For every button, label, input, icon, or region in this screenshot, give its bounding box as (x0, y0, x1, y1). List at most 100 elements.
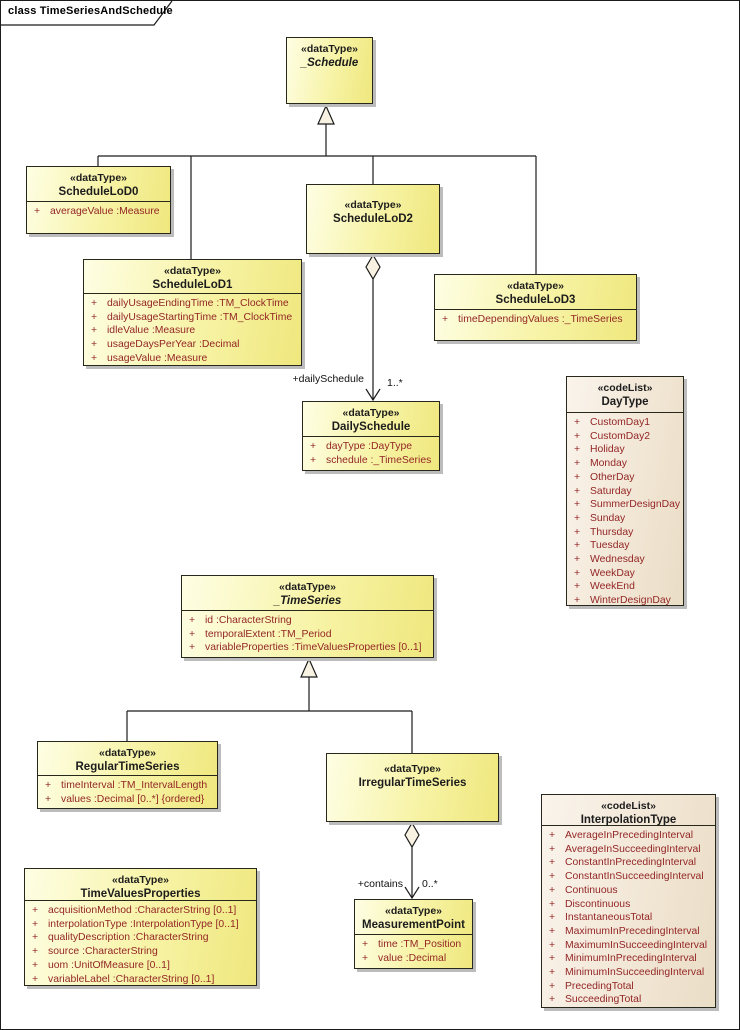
attribute-text: Continuous (565, 884, 618, 896)
visibility-public-icon: + (549, 884, 556, 896)
class-stereotype: «dataType» (385, 905, 442, 917)
class-stereotype: «dataType» (164, 265, 221, 277)
diagram-frame-title: class TimeSeriesAndSchedule (8, 5, 173, 17)
visibility-public-icon: + (549, 925, 556, 937)
attribute-row: + dailyUsageEndingTime :TM_ClockTime (84, 297, 301, 311)
visibility-public-icon: + (574, 417, 581, 428)
class-name: ScheduleLoD0 (58, 186, 139, 198)
class-box-regulartimeseries[interactable]: «dataType» RegularTimeSeries + timeInterv… (37, 741, 218, 809)
attribute-row: +MaximumInSucceedingInterval (542, 939, 715, 953)
attribute-row: + PrecedingTotal (542, 980, 715, 994)
attribute-text: dayType :DayType (326, 441, 413, 452)
class-title: «dataType» MeasurementPoint (355, 900, 472, 935)
class-name: InterpolationType (580, 814, 677, 826)
attribute-row: +temporalExtent :TM_Period (182, 628, 433, 642)
class-title: «dataType» RegularTimeSeries (38, 742, 217, 776)
class-title: «codeList» DayType (567, 377, 683, 413)
open-arrowhead-icon (365, 388, 381, 402)
attribute-text: MinimumInSucceedingInterval (565, 967, 705, 979)
visibility-public-icon: + (549, 843, 556, 855)
attribute-text: OtherDay (590, 471, 635, 483)
class-stereotype: «dataType» (112, 874, 169, 886)
attribute-row: +SucceedingTotal (542, 993, 715, 1007)
aggregation-diamond-icon (404, 821, 420, 849)
attribute-text: MinimumInPrecedingInterval (565, 953, 697, 965)
visibility-public-icon: + (574, 595, 581, 607)
attribute-text: Holiday (590, 444, 625, 456)
class-box-schedule[interactable]: «dataType» _Schedule (286, 37, 373, 104)
attribute-text: WeekEnd (590, 581, 635, 593)
class-box-timeseries[interactable]: «dataType» _TimeSeries +id :CharacterStr… (181, 575, 434, 658)
attribute-row: +averageValue :Measure (27, 205, 170, 219)
class-title: «dataType» ScheduleLoD1 (84, 260, 301, 294)
class-name: IrregularTimeSeries (358, 777, 467, 789)
visibility-public-icon: + (574, 554, 581, 566)
attribute-row: +MinimumInSucceedingInterval (542, 966, 715, 980)
attribute-row: +MaximumInPrecedingInterval (542, 925, 715, 939)
class-name: ScheduleLoD3 (495, 294, 576, 306)
attribute-text: PrecedingTotal (565, 980, 634, 992)
class-box-timevaluesproperties[interactable]: «dataType» TimeValuesProperties +acquisi… (24, 868, 257, 986)
attribute-text: Wednesday (590, 554, 645, 566)
attribute-text: time :TM_Position (378, 939, 462, 950)
attribute-row: +ConstantInSucceedingInterval (542, 870, 715, 884)
visibility-public-icon: + (549, 953, 556, 965)
visibility-public-icon: + (549, 871, 556, 883)
visibility-public-icon: + (549, 980, 556, 992)
class-box-schedulelod3[interactable]: «dataType» ScheduleLoD3 +timeDependingVa… (434, 274, 637, 341)
visibility-public-icon: + (574, 581, 581, 593)
codelist-box-daytype[interactable]: «codeList» DayType +CustomDay1+CustomDay… (566, 376, 684, 606)
attribute-list: +id :CharacterString+temporalExtent :TM_… (182, 611, 433, 655)
aggregation-diamond-icon (365, 253, 381, 281)
visibility-public-icon: + (91, 298, 98, 309)
visibility-public-icon: + (574, 567, 581, 579)
visibility-public-icon: + (91, 339, 98, 351)
class-stereotype: «dataType» (279, 581, 336, 593)
class-stereotype: «dataType» (384, 763, 441, 775)
class-stereotype: «dataType» (99, 747, 156, 759)
attribute-row: +SummerDesignDay (567, 498, 683, 512)
attribute-list: + dayType :DayType +schedule :_TimeSeries (303, 437, 439, 467)
attribute-row: +schedule :_TimeSeries (303, 454, 439, 468)
visibility-public-icon: + (549, 994, 556, 1006)
class-stereotype: «dataType» (301, 43, 358, 55)
attribute-list: +acquisitionMethod :CharacterString [0..… (25, 901, 256, 986)
class-title: «dataType» TimeValuesProperties (25, 869, 256, 901)
visibility-public-icon: + (574, 512, 581, 524)
visibility-public-icon: + (189, 615, 196, 626)
class-title: «dataType» IrregularTimeSeries (327, 754, 498, 821)
attribute-row: +CustomDay1 (567, 416, 683, 430)
attribute-text: qualityDescription :CharacterString (48, 932, 209, 944)
attribute-text: timeInterval :TM_IntervalLength (61, 780, 208, 791)
class-title: «dataType» _TimeSeries (182, 576, 433, 611)
visibility-public-icon: + (45, 793, 52, 805)
visibility-public-icon: + (310, 454, 317, 466)
class-name: ScheduleLoD1 (152, 279, 233, 291)
class-box-schedulelod0[interactable]: «dataType» ScheduleLoD0 +averageValue :M… (26, 166, 171, 234)
class-box-schedulelod2[interactable]: «dataType» ScheduleLoD2 (306, 184, 440, 254)
attribute-text: Tuesday (590, 540, 630, 552)
attribute-text: CustomDay2 (590, 430, 651, 442)
attribute-row: +idleValue :Measure (84, 324, 301, 338)
attribute-row: +uom :UnitOfMeasure [0..1] (25, 959, 256, 973)
multiplicity-label-dailyschedule: 1..* (387, 377, 403, 389)
attribute-text: uom :UnitOfMeasure [0..1] (48, 959, 170, 971)
attribute-text: usageDaysPerYear :Decimal (107, 339, 240, 351)
attribute-list: +averageValue :Measure (27, 202, 170, 219)
attribute-row: +InstantaneousTotal (542, 911, 715, 925)
class-box-measurementpoint[interactable]: «dataType» MeasurementPoint +time :TM_Po… (354, 899, 473, 969)
visibility-public-icon: + (91, 352, 98, 364)
attribute-text: InstantaneousTotal (565, 912, 653, 924)
class-name: _TimeSeries (273, 595, 342, 607)
class-box-irregulartimeseries[interactable]: «dataType» IrregularTimeSeries (326, 753, 499, 822)
codelist-box-interpolationtype[interactable]: «codeList» InterpolationType +AverageInP… (541, 794, 716, 1008)
attribute-row: +Thursday (567, 526, 683, 540)
class-name: ScheduleLoD2 (333, 213, 413, 225)
attribute-row: +WeekDay (567, 567, 683, 581)
class-box-dailyschedule[interactable]: «dataType» DailySchedule +dayType :DayTy… (302, 401, 440, 471)
class-box-schedulelod1[interactable]: «dataType» ScheduleLoD1 + dailyUsageEndin… (83, 259, 302, 366)
attribute-text: dailyUsageEndingTime :TM_ClockTime (107, 298, 289, 309)
attribute-row: +Tuesday (567, 539, 683, 553)
attribute-text: source :CharacterString (48, 946, 158, 958)
visibility-public-icon: + (32, 905, 39, 916)
